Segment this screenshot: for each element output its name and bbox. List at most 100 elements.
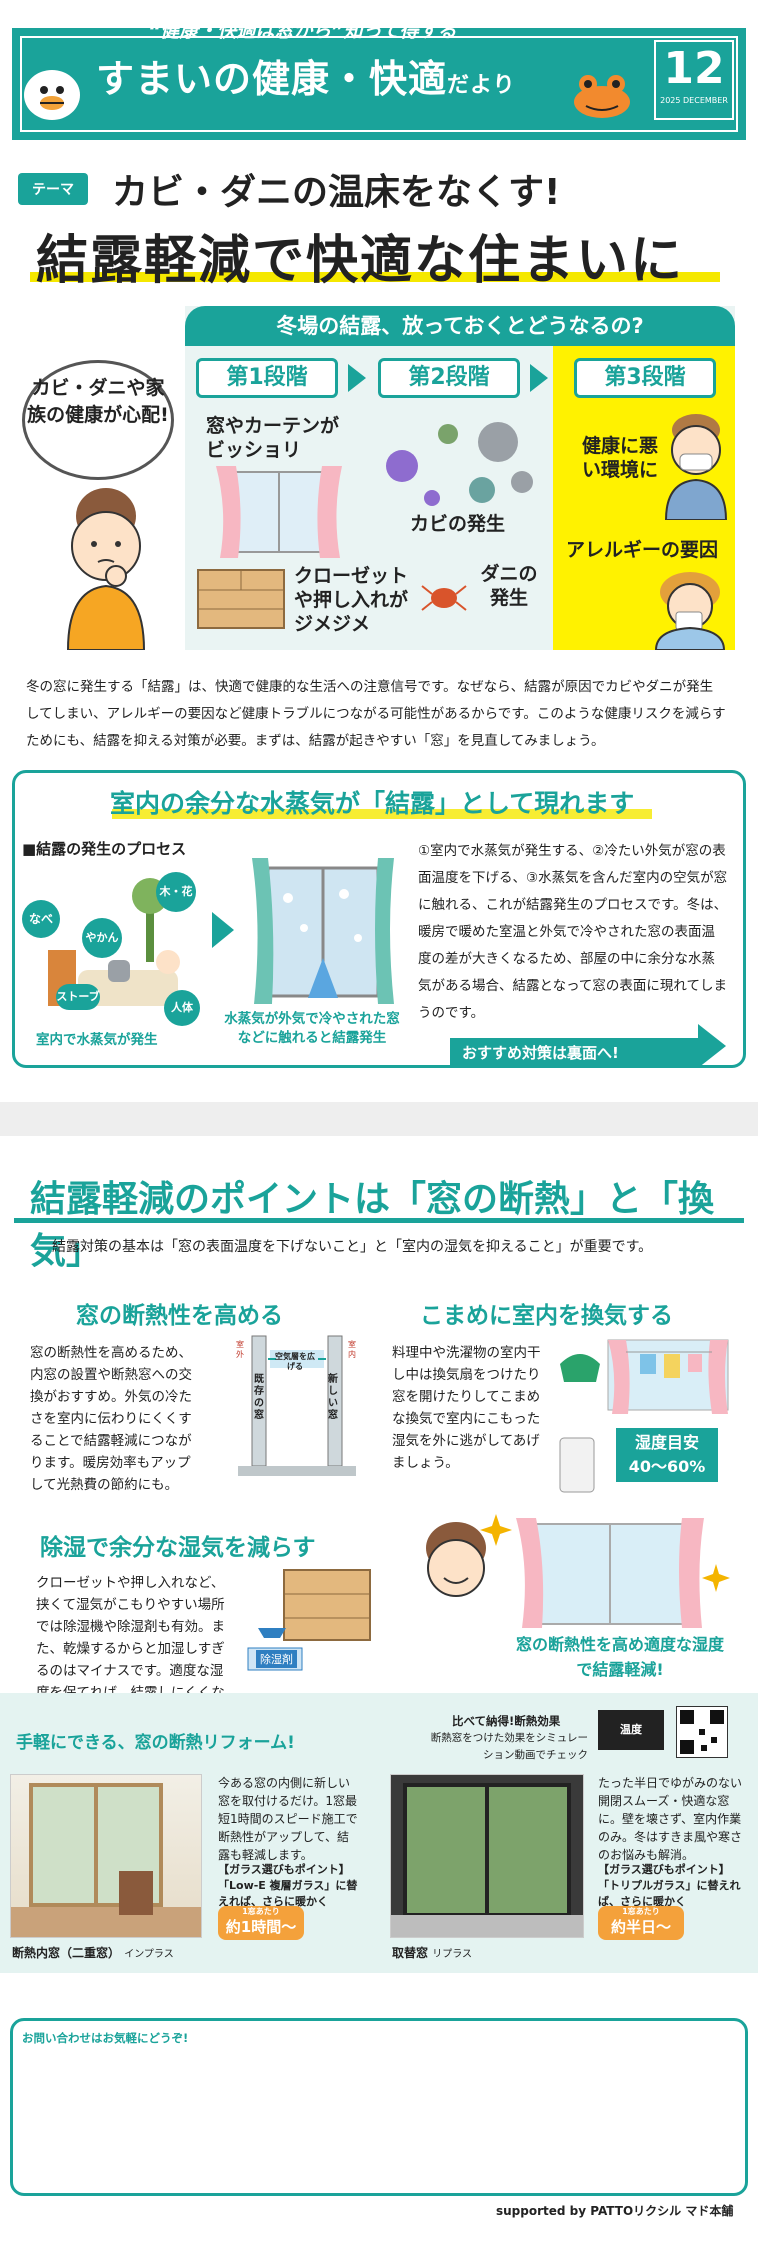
drawer-chest-icon — [196, 566, 286, 632]
inner-window-text: 今ある窓の内側に新しい窓を取付けるだけ。1窓最短1時間のスピード施工で断熱性がア… — [218, 1776, 358, 1862]
double-window-diagram-icon — [232, 1330, 362, 1480]
dehumidifier-label: 除湿剤 — [256, 1650, 297, 1668]
section-ventilation-text: 料理中や洗濯物の室内干し中は換気扇をつけたり窓を開けたりしてこまめな換気で室内に… — [392, 1345, 541, 1471]
section-ventilation-title: こまめに室内を換気する — [420, 1303, 673, 1329]
stage1-top-text: 窓やカーテンがビッショリ — [206, 415, 340, 461]
compare-subtitle: 断熱窓をつけた効果をシミュレーション動画でチェック — [430, 1732, 588, 1761]
badge-small: 1窓あたり — [242, 1907, 280, 1916]
condensing-window-icon — [248, 858, 398, 1008]
theme-line2: 結露軽減で快適な住まいに — [36, 231, 685, 291]
page2-title: 結露軽減のポイントは「窓の断熱」と「換気」 — [30, 1179, 715, 1272]
humidity-label: 湿度目安 — [634, 1433, 699, 1452]
section-dehumidify-title: 除湿で余分な湿気を減らす — [40, 1535, 316, 1561]
worry-bubble: カビ・ダニや家族の健康が心配! — [22, 360, 174, 480]
reform-title: 手軽にできる、窓の断熱リフォーム! — [16, 1733, 295, 1753]
theme-tag: テーマ — [18, 173, 88, 205]
section-insulation-title: 窓の断熱性を高める — [76, 1303, 283, 1329]
masked-man-icon — [660, 410, 732, 521]
stage2-top-text: カビの発生 — [410, 513, 506, 535]
inner-window-name: 断熱内窓（二重窓） インプラス — [12, 1944, 174, 1961]
mite-icon — [420, 576, 468, 618]
issue-badge: 12 2025 DECEMBER — [654, 40, 734, 120]
arrow-right-icon — [348, 364, 366, 392]
contact-title: お問い合わせはお気軽にどうぞ! — [22, 2031, 189, 2045]
conclusion-line: 窓の断熱性を高め適度な湿度で結露軽減! — [515, 1635, 724, 1679]
stage3-bottom-text: アレルギーの要因 — [566, 539, 719, 561]
stage3-label: 第3段階 — [574, 358, 716, 398]
stage1-bottom-text: クローゼットや押し入れがジメジメ — [294, 565, 409, 635]
recommend-arrow-icon — [698, 1024, 726, 1068]
section-dehumidify-text: クローゼットや押し入れなど、挟くて湿気がこもりやすい場所では除湿機や除湿剤も有効… — [36, 1575, 225, 1723]
product-type: 断熱内窓（二重窓） — [12, 1946, 121, 1960]
humidity-badge: 湿度目安 40〜60% — [616, 1428, 718, 1482]
box1-title: 室内の余分な水蒸気が「結露」として現れます — [110, 789, 635, 818]
recommend-banner[interactable]: おすすめ対策は裏面へ! — [450, 1038, 700, 1068]
header-subtitle: “健康・快適は窓から”知って得する — [148, 20, 457, 42]
badge-big: 約半日〜 — [610, 1918, 671, 1936]
diagram-outdoor-label: 室外 — [236, 1340, 244, 1359]
theme-underline — [30, 272, 720, 282]
contact-box — [10, 2018, 748, 2196]
theme-line1: カビ・ダニの温床をなくす! — [112, 172, 561, 213]
caption-steam-source: 室内で水蒸気が発生 — [36, 1032, 158, 1048]
title-main: すまいの健康・快適 — [96, 57, 448, 101]
issue-date: 2025 DECEMBER — [660, 96, 728, 105]
arrow-right-icon — [212, 912, 234, 948]
diagram-indoor-label: 室内 — [348, 1340, 356, 1359]
humidity-value: 40〜60% — [628, 1457, 706, 1476]
frog-mascot-icon — [570, 72, 634, 120]
condensation-process-box — [12, 770, 746, 1068]
inner-window-time-badge: 1窓あたり 約1時間〜 — [218, 1906, 304, 1940]
mold-germs-icon — [372, 412, 542, 510]
badge-small: 1窓あたり — [622, 1907, 660, 1916]
diagram-old-window-label: 既存の窓 — [254, 1374, 264, 1421]
icon-stove: ストーブ — [56, 984, 100, 1010]
caption-condensation: 水蒸気が外気で冷やされた窓などに触れると結露発生 — [222, 1010, 402, 1048]
happy-woman-window-icon — [420, 1508, 736, 1628]
replacement-window-photo — [390, 1774, 584, 1938]
page2-title-rule — [14, 1218, 744, 1223]
issue-number: 12 — [663, 43, 725, 94]
thermography-thumbnail[interactable]: 温度 — [598, 1710, 664, 1750]
product-name: リプラス — [432, 1949, 473, 1960]
laundry-ventilation-icon — [556, 1334, 732, 1494]
replacement-window-text: たった半日でゆがみのない開閉スムーズ・快適な窓に。壁を壊さず、室内作業のみ。冬は… — [598, 1776, 743, 1862]
title-small: だより — [447, 73, 516, 98]
product-type: 取替窓 — [392, 1946, 429, 1960]
diagram-new-window-label: 新しい窓 — [328, 1374, 338, 1421]
conclusion-text: 窓の断熱性を高め適度な湿度で結露軽減! — [510, 1632, 730, 1682]
worried-woman-icon — [46, 486, 166, 651]
brand-logo: ©LIXIL — [18, 8, 58, 19]
bird-mascot-icon — [24, 70, 80, 120]
inner-window-point: 【ガラス選びもポイント】「Low-E 複層ガラス」に替えれば、さらに暖かく — [218, 1863, 358, 1908]
arrow-right-icon — [530, 364, 548, 392]
wet-window-icon — [214, 466, 344, 558]
page-separator — [0, 1102, 758, 1136]
sneezing-woman-icon — [648, 568, 732, 651]
icon-plant: 木・花 — [156, 872, 196, 912]
stages-heading: 冬場の結露、放っておくとどうなるの? — [185, 306, 735, 346]
compare-title: 比べて納得!断熱効果 — [452, 1714, 561, 1728]
box1-title-underline — [112, 809, 652, 819]
inner-window-photo — [10, 1774, 202, 1938]
replacement-window-point: 【ガラス選びもポイント】「トリプルガラス」に替えれば、さらに暖かく — [598, 1863, 741, 1908]
caption-condensation-text: 水蒸気が外気で冷やされた窓などに触れると結露発生 — [224, 1011, 400, 1046]
qr-code-icon[interactable] — [676, 1706, 728, 1758]
thermo-label: 温度 — [620, 1723, 642, 1736]
product-name: インプラス — [124, 1949, 174, 1960]
icon-body: 人体 — [164, 990, 200, 1026]
icon-kettle: やかん — [82, 918, 122, 958]
replacement-window-name: 取替窓 リプラス — [392, 1944, 472, 1961]
diagram-air-gap-label: 空気層を広げる — [275, 1352, 315, 1371]
section-insulation-text: 窓の断熱性を高めるため、内窓の設置や断熱窓への交換がおすすめ。外気の冷たさを室内… — [30, 1345, 192, 1493]
intro-paragraph: 冬の窓に発生する「結露」は、快適で健康的な生活への注意信号です。なぜなら、結露が… — [26, 679, 726, 749]
stage3-top-text: 健康に悪い環境に — [582, 435, 659, 481]
stage1-label: 第1段階 — [196, 358, 338, 398]
stage2-label: 第2段階 — [378, 358, 520, 398]
header-title: すまいの健康・快適だより — [96, 48, 516, 103]
process-title: ■結露の発生のプロセス — [22, 840, 187, 858]
icon-nabe: なべ — [22, 900, 60, 938]
stage2-bottom-text: ダニの発生 — [480, 563, 538, 609]
page2-intro: 結露対策の基本は「窓の表面温度を下げないこと」と「室内の湿気を抑えること」が重要… — [52, 1239, 653, 1255]
process-text: ①室内で水蒸気が発生する、②冷たい外気が窓の表面温度を下げる、③水蒸気を含んだ室… — [418, 843, 728, 1021]
